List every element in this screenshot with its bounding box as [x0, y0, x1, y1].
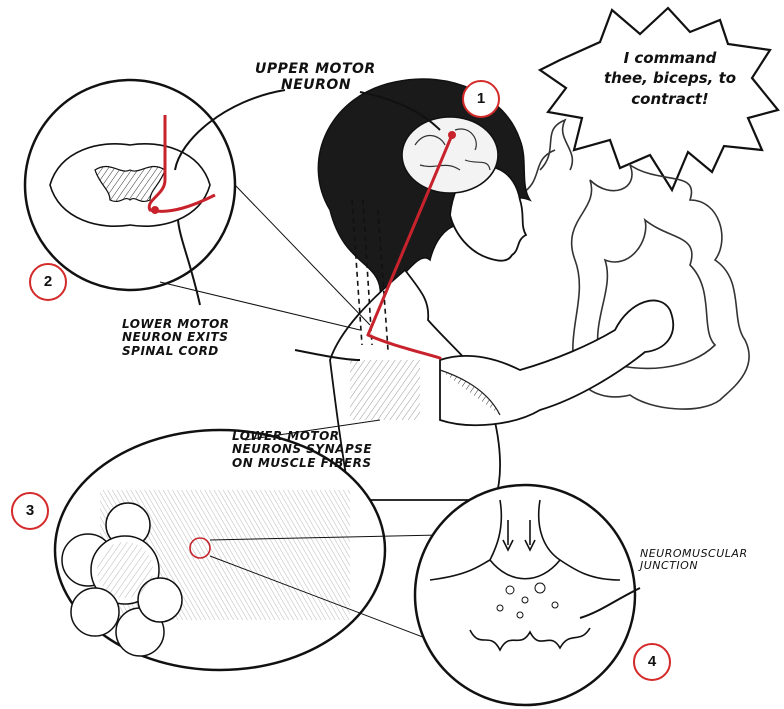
label-line: Neuron [255, 78, 376, 94]
marker-1: 1 [462, 80, 500, 118]
neuromuscular-junction-inset [415, 485, 635, 705]
label-line: neuron exits [122, 331, 230, 344]
label-line: Upper Motor [255, 62, 376, 78]
label-line: neurons synapse [232, 443, 372, 456]
label-line: on muscle fibers [232, 457, 372, 470]
label-line: Lower motor [122, 318, 230, 331]
label-line: junction [640, 560, 748, 572]
label-lower-motor-synapse: Lower motor neurons synapse on muscle fi… [232, 430, 372, 470]
speech-line: I command [585, 48, 755, 68]
label-line: spinal cord [122, 345, 230, 358]
brain [402, 117, 498, 193]
label-line: Lower motor [232, 430, 372, 443]
marker-3: 3 [11, 492, 49, 530]
speech-line: thee, biceps, to [585, 68, 755, 88]
label-neuromuscular-junction: Neuromuscular junction [640, 548, 748, 573]
marker-2: 2 [29, 263, 67, 301]
speech-bubble-text: I command thee, biceps, to contract! [585, 48, 755, 109]
label-lower-motor-exits: Lower motor neuron exits spinal cord [122, 318, 230, 358]
speech-line: contract! [585, 89, 755, 109]
arm [440, 300, 673, 425]
marker-4: 4 [633, 643, 671, 681]
label-upper-motor-neuron: Upper Motor Neuron [255, 62, 376, 93]
